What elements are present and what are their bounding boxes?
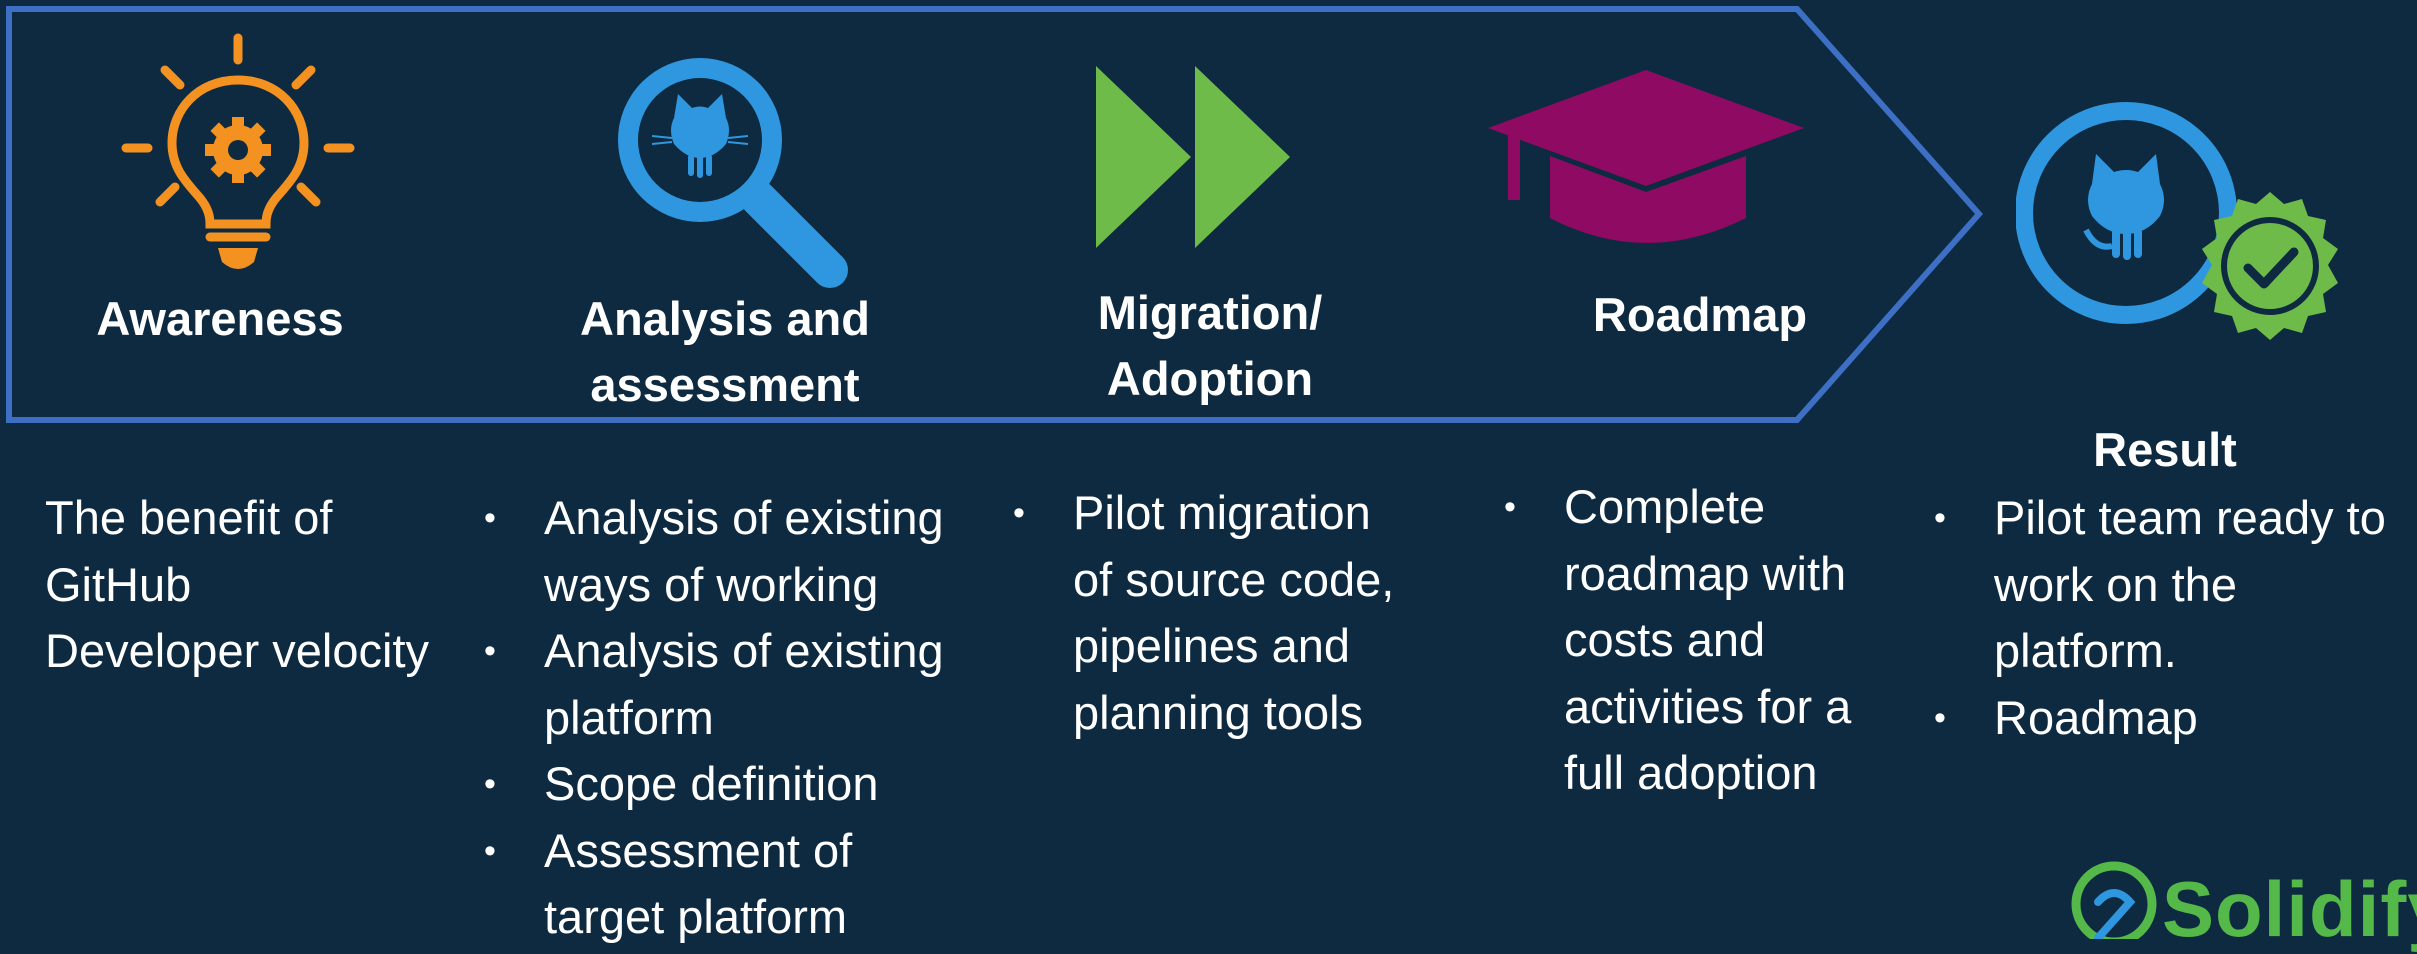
fast-forward-icon: [1096, 66, 1290, 248]
analysis-details: Analysis of existing ways of working Ana…: [484, 485, 1004, 951]
stage-title-awareness: Awareness: [96, 292, 344, 345]
list-item: Pilot team ready to work on the platform…: [1934, 485, 2404, 685]
result-title: Result: [2093, 423, 2237, 476]
awareness-line: Developer velocity: [45, 624, 430, 677]
list-item: Roadmap: [1934, 685, 2404, 752]
stage-title-roadmap: Roadmap: [1592, 288, 1808, 341]
magnifier-github-icon: [618, 58, 848, 288]
graduation-cap-icon: [1488, 70, 1804, 243]
stage-title-analysis: Analysis and assessment: [580, 292, 870, 411]
lightbulb-gear-icon: [121, 33, 355, 269]
result-details: Pilot team ready to work on the platform…: [1934, 485, 2404, 751]
github-verified-icon: [2016, 102, 2338, 340]
list-item: Pilot migration of source code, pipeline…: [1013, 480, 1433, 746]
migration-details: Pilot migration of source code, pipeline…: [1013, 480, 1433, 746]
solidify-logo-text: Solidify: [2162, 865, 2417, 953]
list-item: Complete roadmap with costs and activiti…: [1504, 474, 1904, 807]
stage-title-migration: Migration/ Adoption: [1097, 286, 1323, 405]
list-item: Assessment of target platform: [484, 818, 1004, 951]
awareness-line: The benefit of: [45, 491, 333, 544]
awareness-line: GitHub: [45, 557, 192, 611]
roadmap-details: Complete roadmap with costs and activiti…: [1504, 474, 1904, 807]
awareness-details: The benefit of GitHub Developer velocity: [45, 485, 465, 685]
list-item: Analysis of existing platform: [484, 618, 1004, 751]
solidify-logo-mark: [2071, 861, 2157, 939]
list-item: Scope definition: [484, 751, 1004, 818]
list-item: Analysis of existing ways of working: [484, 485, 1004, 618]
